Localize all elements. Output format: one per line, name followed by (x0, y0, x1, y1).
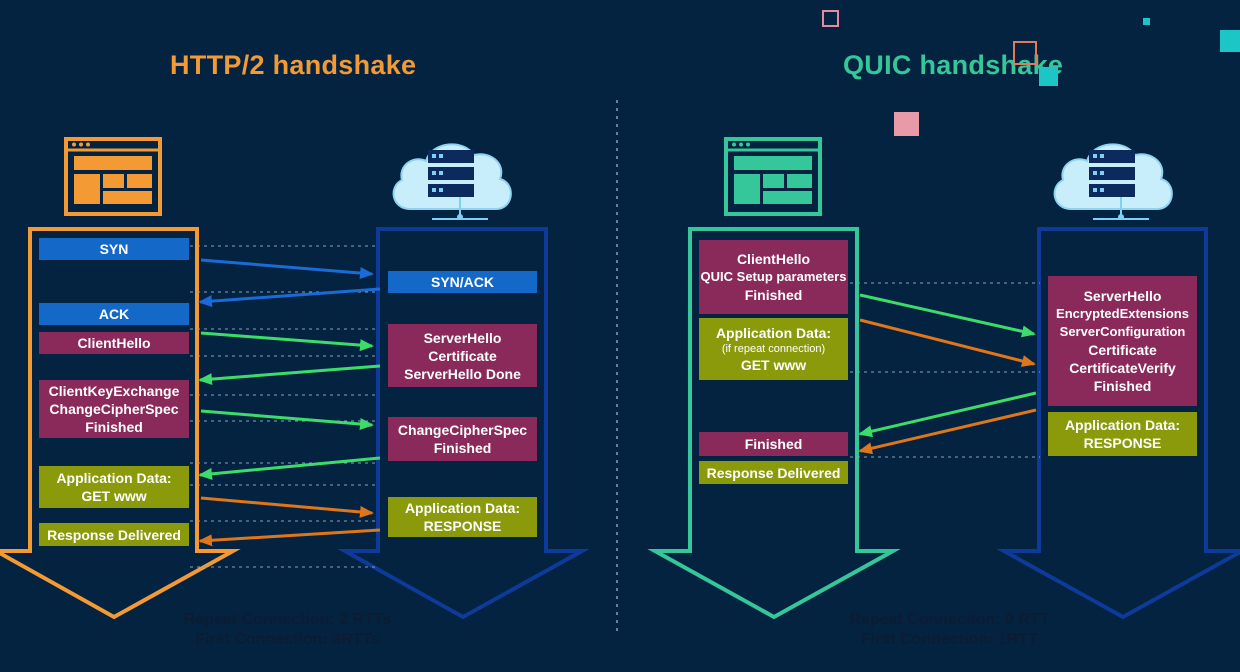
http2-msg-ack: ACK (39, 303, 189, 325)
http2-msg-app-data-response: Application Data: RESPONSE (388, 497, 537, 537)
msg-line: ChangeCipherSpec (397, 422, 528, 438)
decor-square-teal (1220, 30, 1240, 52)
msg-line: SYN (99, 241, 129, 257)
arrow-key-exchange (200, 409, 374, 431)
http2-msg-client-key-exchange: ClientKeyExchange ChangeCipherSpec Finis… (39, 380, 189, 438)
http2-msg-app-data-get: Application Data: GET www (39, 466, 189, 508)
msg-line: Finished (85, 419, 143, 435)
msg-line: Finished (1093, 378, 1152, 394)
msg-line: ServerHello Done (404, 365, 521, 382)
msg-line: ACK (98, 306, 130, 322)
caption-line: First Connection: 3RTTs (195, 631, 380, 648)
quic-msg-client-hello: ClientHello QUIC Setup parameters Finish… (699, 240, 848, 314)
cloud-server-icon (392, 143, 512, 220)
arrow-syn-ack (198, 287, 381, 308)
msg-line: ServerConfiguration (1059, 324, 1186, 339)
msg-line: Application Data: (56, 470, 172, 486)
quic-server-timeline (996, 227, 1240, 620)
http2-title: HTTP/2 handshake (170, 50, 417, 80)
caption-line: Repeat Connection: 0 RTT (849, 611, 1050, 628)
arrow-server-finished (198, 456, 381, 480)
msg-line: SYN/ACK (430, 274, 494, 290)
http2-server-timeline (337, 227, 590, 620)
http2-guide-lines (190, 245, 378, 568)
arrow-quic-get-request (859, 318, 1036, 367)
http2-msg-server-hello: ServerHello Certificate ServerHello Done (388, 324, 537, 387)
arrow-syn (200, 258, 374, 280)
caption-line: Repeat Connection: 2 RTTs (183, 611, 392, 628)
msg-line: (if repeat connection) (721, 343, 826, 355)
msg-line: Response Delivered (47, 526, 181, 543)
msg-line: ServerHello (423, 329, 502, 346)
msg-line: ClientHello (736, 251, 811, 267)
arrow-response (198, 528, 381, 547)
decor-square-teal (1039, 67, 1058, 86)
msg-line: QUIC Setup parameters (700, 269, 847, 284)
msg-line: Finished (433, 440, 492, 456)
msg-line: ServerHello (1083, 288, 1162, 304)
arrow-client-hello (200, 331, 374, 352)
msg-line: CertificateVerify (1069, 360, 1176, 376)
arrow-quic-server-hello (858, 391, 1037, 438)
decor-square-outline (1013, 41, 1037, 65)
quic-rtt-caption: Repeat Connection: 0 RTT First Connectio… (812, 610, 1087, 650)
quic-msg-response-delivered: Response Delivered (699, 461, 848, 484)
caption-line: First Connection: 1RTT (861, 631, 1038, 648)
arrow-quic-response (858, 408, 1037, 455)
msg-line: Certificate (1088, 342, 1157, 358)
http2-msg-server-change-cipher: ChangeCipherSpec Finished (388, 417, 537, 461)
msg-line: Response Delivered (706, 464, 841, 481)
http2-client-timeline (0, 227, 241, 620)
arrow-server-hello (198, 364, 381, 386)
http2-msg-syn: SYN (39, 238, 189, 260)
msg-line: Finished (744, 436, 803, 452)
cloud-server-icon (1053, 143, 1173, 220)
msg-line: Application Data: (1064, 417, 1181, 433)
msg-line: Certificate (428, 347, 497, 364)
browser-window-icon (64, 137, 162, 216)
http2-rtt-caption: Repeat Connection: 2 RTTs First Connecti… (150, 610, 425, 650)
arrow-get-request (200, 496, 374, 518)
http2-msg-response-delivered: Response Delivered (39, 523, 189, 546)
msg-line: GET www (740, 357, 807, 373)
quic-msg-finished: Finished (699, 432, 848, 456)
msg-line: RESPONSE (1083, 435, 1162, 451)
msg-line: Finished (744, 287, 803, 303)
quic-msg-server-hello: ServerHello EncryptedExtensions ServerCo… (1048, 276, 1197, 406)
quic-title: QUIC handshake (843, 50, 1064, 80)
quic-msg-app-data-get: Application Data: (if repeat connection)… (699, 318, 848, 380)
msg-line: EncryptedExtensions (1056, 306, 1189, 321)
msg-line: Application Data: (715, 325, 832, 341)
msg-line: ChangeCipherSpec (49, 401, 179, 417)
msg-line: RESPONSE (423, 518, 502, 534)
msg-line: GET www (81, 488, 147, 504)
decor-square-outline (822, 10, 839, 27)
arrow-quic-client-hello (859, 293, 1036, 338)
http2-msg-syn-ack: SYN/ACK (388, 271, 537, 293)
browser-window-icon (724, 137, 822, 216)
http2-msg-client-hello: ClientHello (39, 332, 189, 354)
decor-square-teal (1143, 18, 1150, 25)
msg-line: ClientKeyExchange (48, 383, 180, 399)
msg-line: ClientHello (77, 335, 151, 351)
msg-line: Application Data: (404, 500, 521, 516)
decor-square-pink (894, 112, 919, 136)
quic-msg-app-data-response: Application Data: RESPONSE (1048, 412, 1197, 456)
